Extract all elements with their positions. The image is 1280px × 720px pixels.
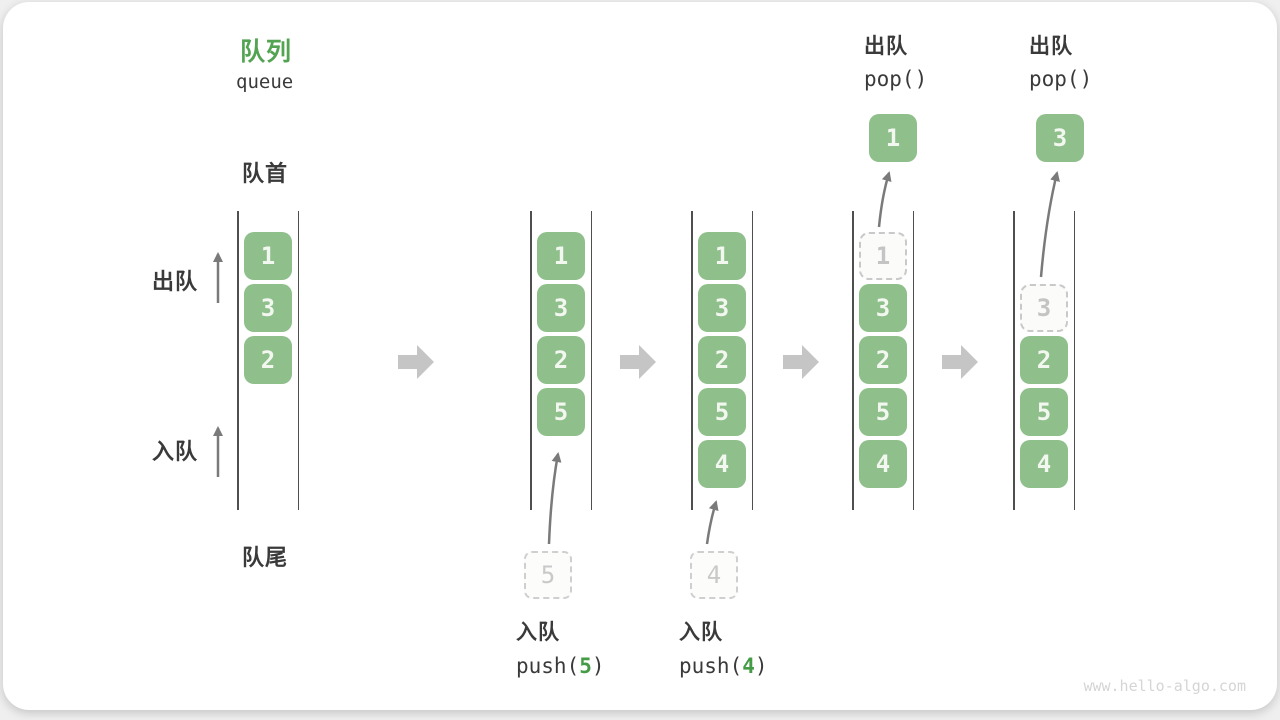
- queue-cell: 4: [698, 440, 746, 488]
- code-text: ): [591, 654, 605, 678]
- queue-cell: 2: [244, 336, 292, 384]
- queue-rail: [691, 211, 693, 510]
- pending-element-box: 5: [524, 551, 572, 599]
- op-label-dequeue-2: 出队: [1029, 34, 1073, 58]
- queue-cell: 2: [859, 336, 907, 384]
- queue-rail: [297, 211, 299, 510]
- queue-state-5: 3 2 5 4: [1013, 211, 1075, 510]
- queue-cell: 2: [1020, 336, 1068, 384]
- queue-cell: 5: [537, 388, 585, 436]
- op-code-pop3: pop(): [1029, 67, 1093, 91]
- code-arg: 5: [579, 654, 592, 678]
- queue-cell: 5: [698, 388, 746, 436]
- queue-rail: [530, 211, 532, 510]
- queue-state-3: 1 3 2 5 4: [691, 211, 753, 510]
- label-queue-front: 队首: [242, 162, 289, 187]
- queue-cell: 3: [244, 284, 292, 332]
- popped-element-box: 1: [869, 114, 917, 162]
- label-enqueue: 入队: [152, 440, 199, 465]
- removed-element-ghost: 1: [859, 232, 907, 280]
- op-code-pop1: pop(): [864, 67, 928, 91]
- queue-state-4: 1 3 2 5 4: [852, 211, 914, 510]
- label-dequeue: 出队: [152, 270, 199, 295]
- code-text: push(: [516, 654, 580, 678]
- diagram-title: 队列: [240, 37, 293, 66]
- queue-state-1: 1 3 2: [237, 211, 299, 510]
- queue-cell: 4: [1020, 440, 1068, 488]
- code-text: push(: [679, 654, 743, 678]
- watermark: www.hello-algo.com: [1083, 677, 1246, 695]
- queue-cell: 3: [859, 284, 907, 332]
- diagram-card: [3, 2, 1277, 710]
- diagram-subtitle: queue: [236, 71, 294, 93]
- queue-rail: [590, 211, 592, 510]
- op-label-dequeue-1: 出队: [864, 34, 908, 58]
- queue-cell: 3: [698, 284, 746, 332]
- queue-cell: 1: [698, 232, 746, 280]
- queue-cell: 1: [244, 232, 292, 280]
- queue-rail: [912, 211, 914, 510]
- op-label-enqueue-1: 入队: [516, 620, 560, 644]
- pending-element-box: 4: [690, 551, 738, 599]
- queue-cell: 1: [537, 232, 585, 280]
- queue-rail: [1073, 211, 1075, 510]
- op-label-enqueue-2: 入队: [679, 620, 723, 644]
- queue-rail: [1013, 211, 1015, 510]
- code-arg: 4: [742, 654, 755, 678]
- queue-cell: 2: [698, 336, 746, 384]
- popped-element-box: 3: [1036, 114, 1084, 162]
- queue-cell: 2: [537, 336, 585, 384]
- label-queue-rear: 队尾: [242, 546, 289, 571]
- op-code-push4: push(4): [679, 654, 768, 678]
- queue-cell: 5: [1020, 388, 1068, 436]
- queue-cell: 5: [859, 388, 907, 436]
- queue-cell: 3: [537, 284, 585, 332]
- removed-element-ghost: 3: [1020, 284, 1068, 332]
- queue-rail: [237, 211, 239, 510]
- queue-rail: [852, 211, 854, 510]
- queue-rail: [751, 211, 753, 510]
- code-text: ): [754, 654, 768, 678]
- queue-state-2: 1 3 2 5: [530, 211, 592, 510]
- queue-cell: 4: [859, 440, 907, 488]
- op-code-push5: push(5): [516, 654, 605, 678]
